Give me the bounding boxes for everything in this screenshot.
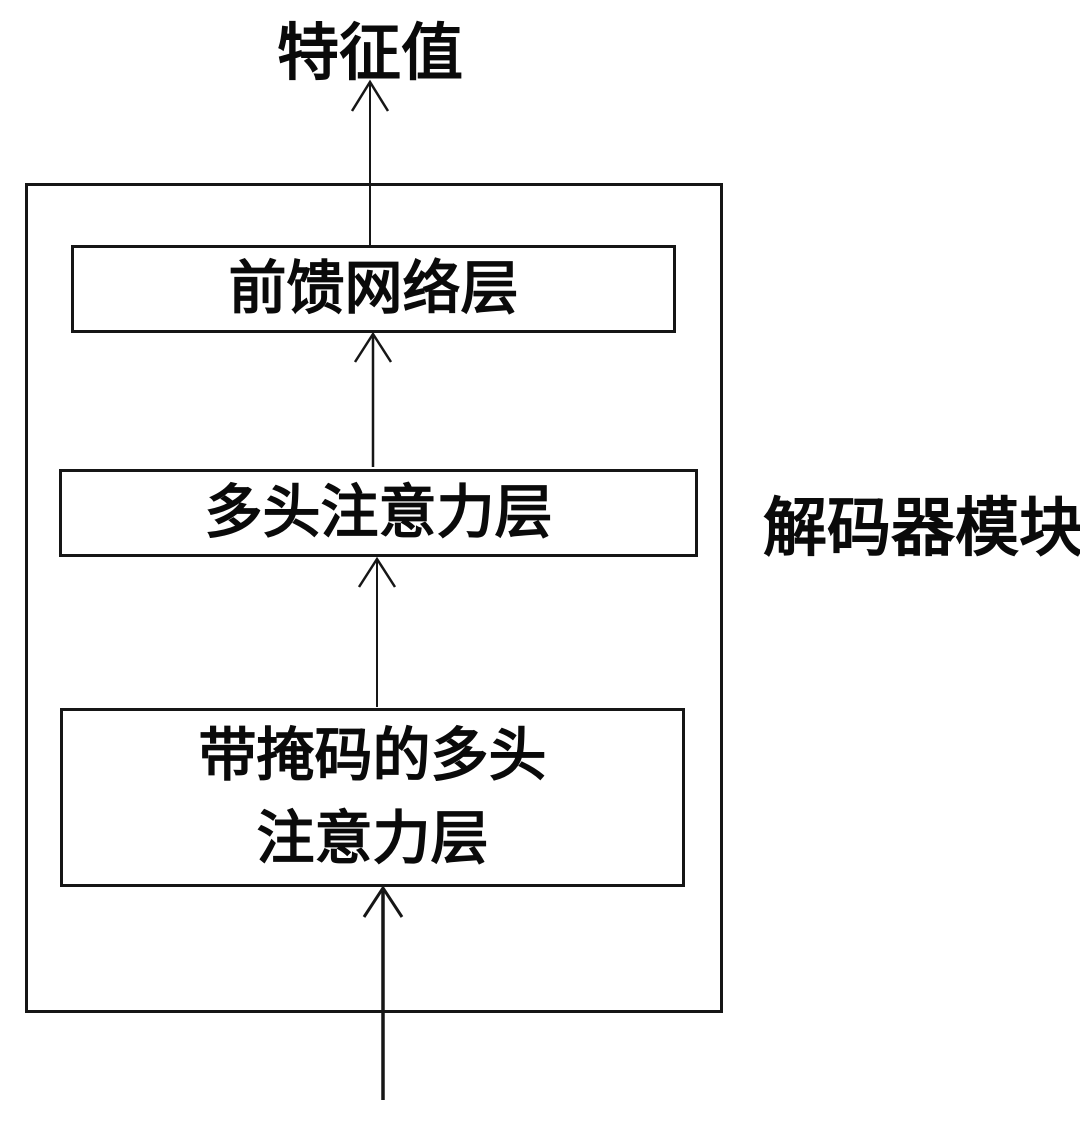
- feature-output-label: 特征值: [276, 19, 463, 88]
- feed-forward-layer-box: 前馈网络层: [71, 245, 676, 333]
- decoder-module-box: [25, 183, 723, 1013]
- multi-head-attention-layer-label: 多头注意力层: [204, 479, 553, 545]
- decoder-module-label: 解码器模块: [763, 492, 1080, 564]
- masked-multi-head-attention-layer-label: 带掩码的多头 注意力层: [198, 723, 547, 871]
- multi-head-attention-layer-box: 多头注意力层: [59, 469, 698, 557]
- feed-forward-layer-label: 前馈网络层: [228, 255, 519, 321]
- masked-multi-head-attention-layer-box: 带掩码的多头 注意力层: [60, 708, 685, 887]
